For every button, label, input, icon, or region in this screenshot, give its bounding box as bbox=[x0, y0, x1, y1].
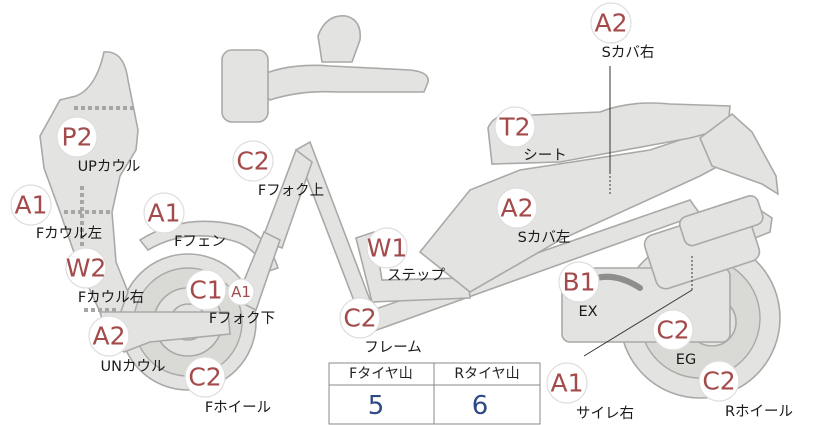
tire-tread-table: Fタイヤ山 Rタイヤ山 5 6 bbox=[328, 362, 541, 425]
part-code: C2 bbox=[656, 316, 689, 345]
part-f-fork-upper[interactable]: C2 Fフォク上 bbox=[232, 140, 324, 199]
part-r-wheel[interactable]: C2 Rホイール bbox=[698, 360, 793, 420]
rear-tire-tread-header: Rタイヤ山 bbox=[454, 366, 519, 382]
part-frame[interactable]: C2 フレーム bbox=[339, 297, 422, 356]
part-label: UNカウル bbox=[101, 358, 166, 375]
part-f-cowl-left[interactable]: A1 Fカウル左 bbox=[10, 184, 102, 242]
part-code: A1 bbox=[147, 199, 180, 228]
part-code: A1 bbox=[14, 191, 47, 220]
part-code: C2 bbox=[188, 363, 221, 392]
front-fender-shape bbox=[138, 220, 279, 274]
part-label: Fフォク上 bbox=[258, 182, 324, 199]
part-f-fender[interactable]: A1 Fフェン bbox=[143, 192, 226, 250]
tail-shape bbox=[699, 112, 779, 196]
part-label: フレーム bbox=[364, 340, 422, 356]
front-cowl-divider bbox=[64, 106, 136, 312]
part-code: A2 bbox=[92, 322, 125, 351]
part-code: A1 bbox=[550, 369, 583, 398]
part-label: Fフェン bbox=[174, 234, 226, 250]
headlight-shape bbox=[221, 49, 269, 123]
part-label: UPカウル bbox=[78, 158, 141, 175]
part-seat[interactable]: T2 シート bbox=[494, 106, 567, 164]
part-f-fork-lower[interactable]: C1 A1 Fフォク下 bbox=[185, 269, 275, 327]
rear-tire-tread-value: 6 bbox=[472, 391, 489, 421]
part-s-cover-left[interactable]: A2 Sカバ左 bbox=[496, 187, 571, 246]
part-f-wheel[interactable]: C2 Fホイール bbox=[184, 356, 271, 416]
part-code: A2 bbox=[594, 9, 627, 38]
part-up-cowl[interactable]: P2 UPカウル bbox=[56, 116, 141, 175]
part-label: Sカバ左 bbox=[518, 229, 571, 246]
part-label: Fカウル右 bbox=[78, 289, 144, 306]
part-code: C2 bbox=[343, 304, 376, 333]
part-label: Fカウル左 bbox=[36, 225, 102, 242]
mirror-shape bbox=[317, 15, 362, 63]
leader-muffler-right bbox=[583, 289, 693, 357]
part-code: B1 bbox=[562, 268, 595, 297]
part-label: Fホイール bbox=[205, 400, 271, 416]
part-code-extra: A1 bbox=[231, 283, 251, 301]
part-s-cover-right[interactable]: A2 Sカバ右 bbox=[590, 2, 655, 61]
part-code: A2 bbox=[500, 194, 533, 223]
part-code: C1 bbox=[189, 276, 222, 305]
seat-shape bbox=[487, 102, 731, 165]
part-label: ステップ bbox=[387, 267, 445, 284]
part-label: EX bbox=[578, 304, 597, 320]
leader-lines bbox=[583, 66, 693, 357]
part-eg[interactable]: C2 EG bbox=[652, 309, 696, 368]
part-ex[interactable]: B1 EX bbox=[558, 261, 600, 320]
part-label: Sカバ右 bbox=[602, 44, 655, 61]
part-code: W2 bbox=[66, 254, 107, 283]
part-label: Rホイール bbox=[725, 404, 793, 420]
part-un-cowl[interactable]: A2 UNカウル bbox=[88, 315, 166, 375]
part-code: T2 bbox=[498, 113, 530, 142]
part-label: EG bbox=[676, 352, 696, 368]
part-label: Fフォク下 bbox=[209, 310, 275, 327]
part-code: P2 bbox=[62, 123, 93, 152]
part-step[interactable]: W1 ステップ bbox=[366, 227, 446, 284]
front-tire-tread-header: Fタイヤ山 bbox=[349, 366, 413, 382]
part-label: サイレ右 bbox=[576, 405, 634, 422]
part-badges: A2 Sカバ右 P2 UPカウル T2 シート C2 Fフォク上 A1 Fカウル… bbox=[10, 2, 793, 422]
part-code: W1 bbox=[367, 234, 408, 263]
handlebar-shape bbox=[246, 64, 429, 101]
part-f-cowl-right[interactable]: W2 Fカウル右 bbox=[65, 247, 144, 306]
part-code: C2 bbox=[702, 367, 735, 396]
part-muffler-right[interactable]: A1 サイレ右 bbox=[546, 362, 634, 422]
part-code: C2 bbox=[236, 147, 269, 176]
part-label: シート bbox=[523, 148, 567, 164]
front-tire-tread-value: 5 bbox=[368, 391, 385, 421]
